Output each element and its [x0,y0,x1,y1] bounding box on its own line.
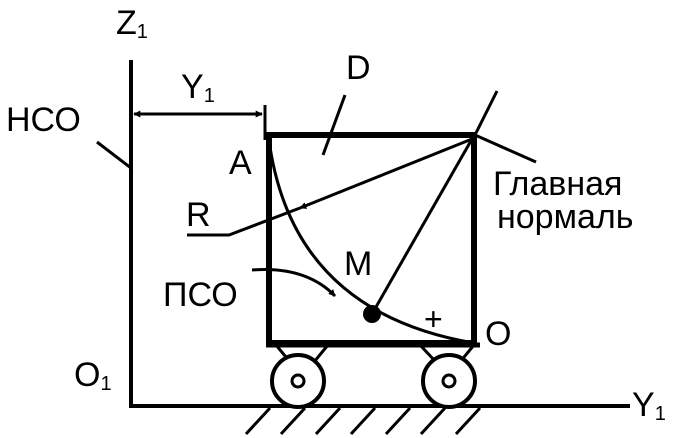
m-label: M [344,245,372,283]
left-wheel [270,343,332,409]
y1-dimension-label: Y1 [181,68,215,107]
z1-label: Z1 [116,4,148,43]
a-label: A [229,144,252,182]
d-label: D [346,49,371,87]
d-leader [321,94,347,156]
r-label: R [186,196,211,234]
point-m [363,305,381,323]
nso-label: НСО [6,101,81,139]
pso-label: ПСО [163,276,238,314]
r-leader [187,206,301,237]
radius-line [370,138,474,315]
y1-axis-label: Y1 [632,386,666,425]
plus-label: + [424,301,443,337]
right-wheel [416,343,478,409]
relative-trajectory-arc [267,139,475,345]
o1-label: O1 [74,356,112,395]
pso-leader [251,268,337,298]
o-label: O [485,315,511,353]
main-normal-label-line2: нормаль [497,198,633,236]
main-normal-label-line1: Главная [493,165,622,203]
ground-hatching [244,406,482,436]
main-normal-arrow [299,137,473,210]
main-normal-tick [474,90,499,134]
nso-leader [96,140,132,170]
main-normal-leader [474,133,537,164]
